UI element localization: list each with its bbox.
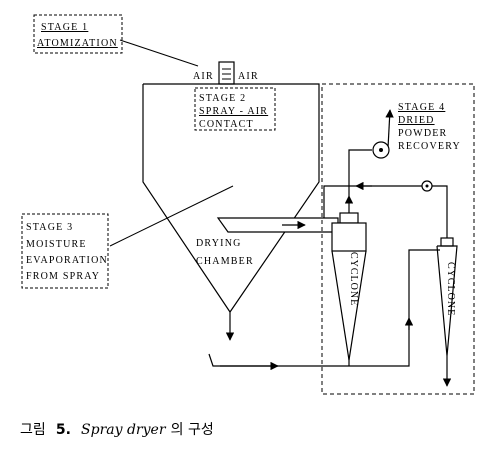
stage4-desc-1: DRIED — [398, 115, 435, 126]
cyclone-2-label: CYCLONE — [445, 262, 456, 316]
stage1-leader — [119, 39, 199, 67]
stage2-title: STAGE 2 — [199, 93, 246, 104]
stage2-desc-2: CONTACT — [199, 119, 254, 130]
air-right-label: AIR — [238, 71, 259, 82]
chamber-label-1: DRYING — [196, 238, 242, 249]
outlet-duct — [216, 217, 339, 233]
stage4-desc-3: RECOVERY — [398, 141, 461, 152]
stage3-box: STAGE 3 MOISTURE EVAPORATION FROM SPRAY — [21, 213, 109, 289]
stage2-box: STAGE 2 SPRAY - AIR CONTACT — [194, 87, 276, 131]
caption-prefix: 그림 — [20, 422, 46, 438]
cyclone-1-label: CYCLONE — [348, 252, 359, 306]
caption-title: Spray dryer — [81, 422, 167, 438]
exhaust-line — [348, 109, 394, 196]
stage1-desc: ATOMIZATION — [37, 38, 118, 49]
cyclone-1 — [331, 195, 367, 361]
stage1-title: STAGE 1 — [41, 22, 88, 33]
fan-icon-1 — [421, 180, 433, 192]
air-left-label: AIR — [193, 71, 214, 82]
drying-chamber — [142, 83, 320, 341]
caption-number: 5. — [56, 422, 71, 438]
stage4-desc-2: POWDER — [398, 128, 447, 139]
svg-text:그림 5. Spray dryer: 그림 5. Spray dryer 의 구성 — [20, 419, 214, 438]
caption-suffix: 의 구성 — [171, 422, 214, 438]
air-loop — [323, 181, 448, 238]
stage2-desc-1: SPRAY - AIR — [199, 106, 268, 117]
stage1-box: STAGE 1 ATOMIZATION — [33, 14, 123, 54]
stage3-leader — [109, 185, 234, 247]
blower-icon — [372, 141, 390, 159]
stage4-title: STAGE 4 — [398, 102, 445, 113]
stage3-desc-1: MOISTURE — [26, 239, 87, 250]
stage3-desc-3: FROM SPRAY — [26, 271, 100, 282]
atomizer — [218, 61, 235, 85]
stage3-desc-2: EVAPORATION — [26, 255, 108, 266]
conveying-line — [208, 249, 440, 371]
chamber-label-2: CHAMBER — [196, 256, 254, 267]
stage3-title: STAGE 3 — [26, 222, 73, 233]
figure-caption: 그림 5. Spray dryer 의 구성 — [20, 419, 214, 438]
